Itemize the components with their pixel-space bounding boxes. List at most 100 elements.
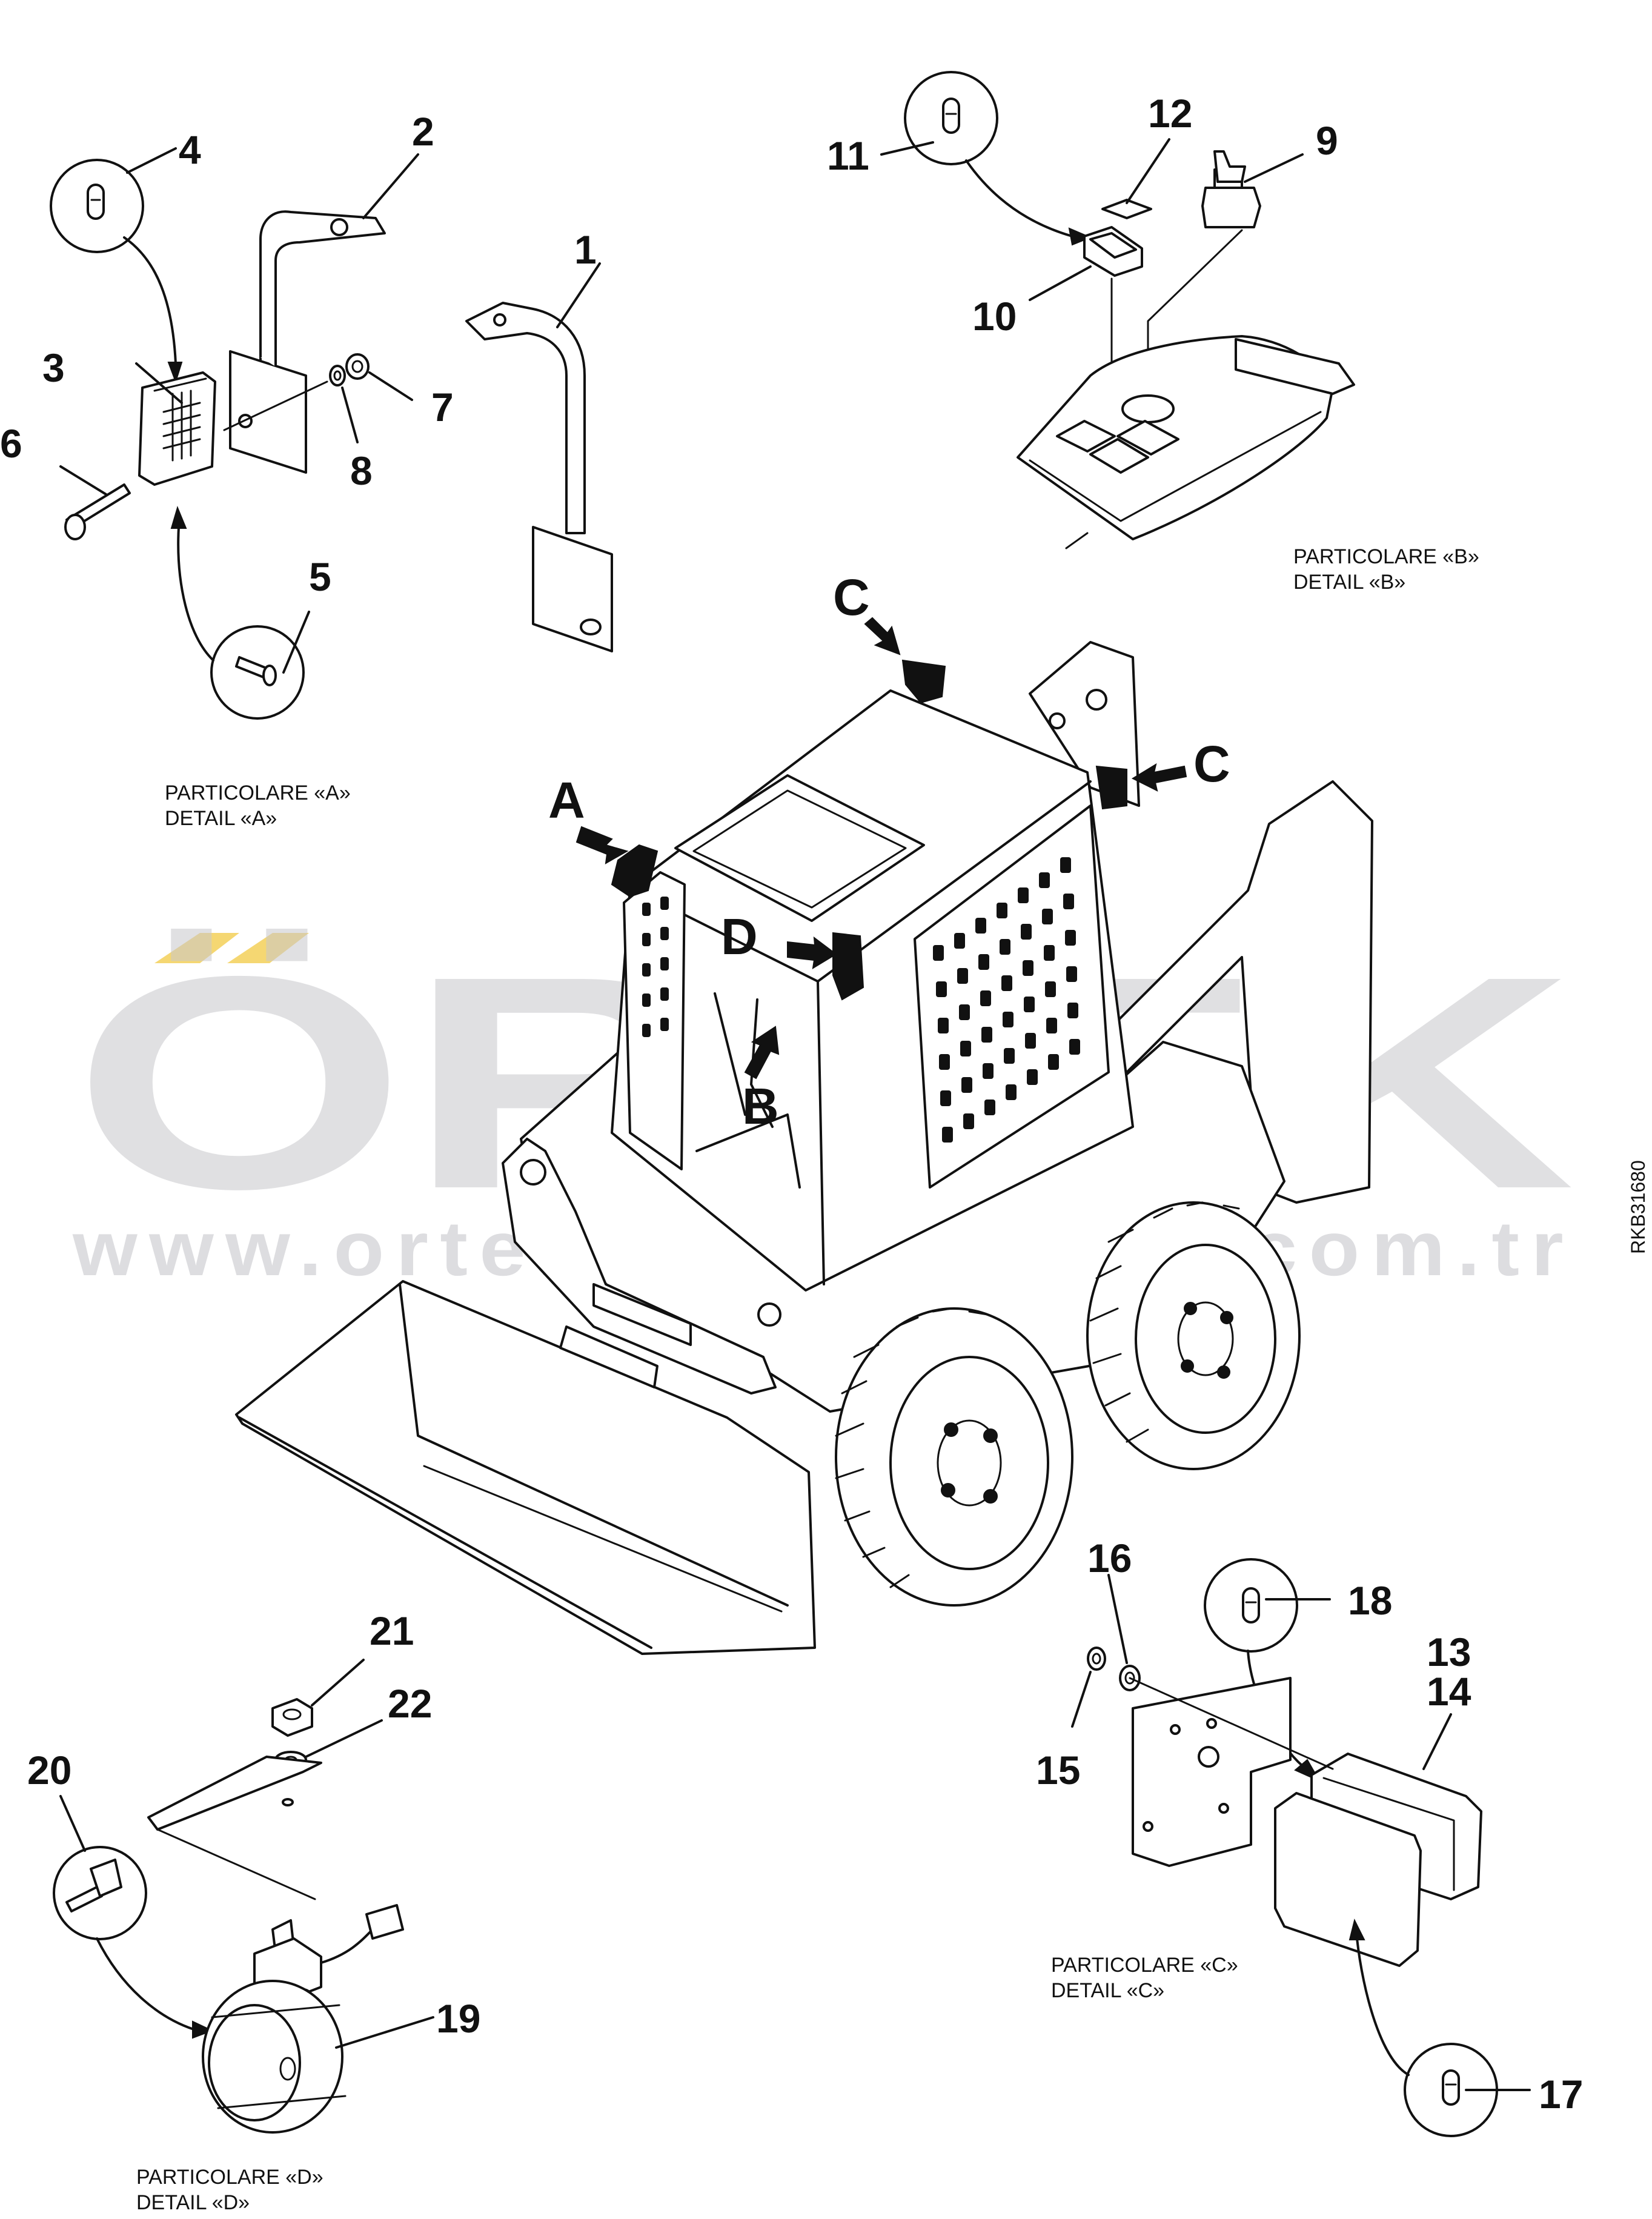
callout-19: 19 [436, 1996, 480, 2041]
washer-8 [329, 365, 346, 386]
leader-20-arrow [96, 1937, 195, 2031]
letter-a: A [548, 772, 585, 829]
callout-21: 21 [370, 1608, 414, 1653]
caption-a-line2: DETAIL «A» [165, 807, 277, 830]
callout-2: 2 [412, 109, 434, 154]
detail-captions: PARTICOLARE «A» DETAIL «A» PARTICOLARE «… [136, 545, 1479, 2214]
callout-8: 8 [350, 448, 373, 493]
leader-1 [556, 262, 601, 328]
caption-c-line1: PARTICOLARE «C» [1051, 1954, 1238, 1977]
callout-13: 13 [1427, 1630, 1471, 1674]
arrow-20 [192, 2020, 214, 2039]
leader-3 [135, 362, 183, 404]
callout-numbers: 1 2 3 4 5 6 7 8 9 10 11 12 13 14 15 16 1… [0, 91, 1583, 2117]
leader-11-arrow [965, 159, 1073, 237]
caption-b-line2: DETAIL «B» [1293, 571, 1405, 594]
nut-15 [1087, 1647, 1106, 1671]
connector-20 [65, 1859, 122, 1912]
callout-7: 7 [431, 385, 454, 430]
key-switch-9 [1201, 150, 1261, 228]
arrow-a [576, 826, 629, 864]
bulb-icon [942, 98, 960, 134]
nut-7 [345, 353, 370, 380]
callout-15: 15 [1036, 1748, 1080, 1793]
leader-10 [1029, 265, 1092, 301]
detail-a-parts [50, 147, 419, 720]
detail-d-parts [53, 1659, 434, 2134]
arrow-11 [1068, 227, 1092, 246]
work-lamp-19 [202, 1904, 404, 2134]
nut-21 [271, 1698, 313, 1737]
letter-c-side: C [1193, 735, 1230, 792]
caption-d-line2: DETAIL «D» [136, 2191, 250, 2214]
watermark-accent-right [227, 933, 309, 963]
letter-d: D [721, 908, 758, 965]
callout-4: 4 [179, 127, 201, 172]
rear-light-bracket [1132, 1677, 1292, 1867]
callout-11: 11 [827, 133, 869, 178]
leader-4b [126, 147, 177, 174]
callout-16: 16 [1087, 1536, 1132, 1580]
assembly-line-a [223, 380, 328, 431]
screw-6 [64, 483, 131, 540]
detail-letters: A B C C D [548, 569, 1230, 1135]
leader-9 [1244, 153, 1304, 183]
leader-15 [1071, 1671, 1092, 1728]
screw-5 [235, 656, 277, 686]
leader-5b [282, 611, 310, 674]
side-mesh [914, 804, 1110, 1189]
callout-20: 20 [27, 1748, 71, 1793]
leader-5 [177, 526, 214, 662]
leader-17-arrow [1356, 1937, 1410, 2076]
roof-hatch [674, 774, 925, 922]
arrow-d [787, 936, 837, 969]
rear-wheel [1086, 1201, 1301, 1470]
front-mesh [623, 871, 686, 1170]
detail-d-marker [832, 932, 864, 1001]
arrow-17 [1348, 1919, 1365, 1940]
letter-c-top: C [833, 569, 870, 626]
arrow-b [744, 1026, 780, 1080]
work-light-3 [138, 371, 216, 486]
leader-19 [335, 2016, 434, 2049]
callout-17: 17 [1539, 2072, 1583, 2117]
arrow-4 [167, 362, 183, 384]
bucket [235, 1280, 816, 1655]
bracket-2-top-hole [330, 218, 348, 236]
leader-11 [880, 141, 934, 156]
lift-arm-left [502, 1138, 777, 1395]
arrow-c-side [1131, 763, 1187, 792]
leader-16 [1107, 1574, 1128, 1664]
letter-b: B [742, 1078, 779, 1135]
callout-22: 22 [388, 1681, 432, 1726]
dash-panel [1017, 335, 1355, 549]
detail-c-marker-top [901, 659, 946, 704]
leader-8 [341, 386, 359, 443]
leader-2 [362, 153, 419, 219]
bulb-icon [1242, 1587, 1260, 1624]
callout-14: 14 [1427, 1669, 1471, 1714]
callout-9: 9 [1316, 118, 1338, 163]
caption-a-line1: PARTICOLARE «A» [165, 781, 351, 804]
bracket-2-plate [229, 350, 307, 474]
cab-pillar [817, 980, 825, 1285]
leader-22 [305, 1719, 383, 1758]
leader-12 [1126, 138, 1170, 204]
arrow-c-top [864, 617, 901, 655]
detail-b-parts [880, 71, 1355, 549]
mount-hole [282, 1798, 294, 1806]
leader-21 [311, 1659, 365, 1707]
drawing-code: RKB31680 [1627, 1160, 1649, 1254]
detail-a-marker [611, 844, 658, 898]
callout-5: 5 [309, 554, 331, 599]
skid-steer-loader [235, 617, 1373, 1655]
interior-lines [695, 992, 801, 1189]
leader-6 [59, 465, 107, 496]
mount-plate [147, 1756, 322, 1900]
leader-20 [59, 1795, 86, 1852]
rear-light-lens-13 [1274, 1792, 1422, 1967]
front-wheel [835, 1307, 1073, 1607]
callout-6: 6 [0, 421, 22, 466]
leader-14 [1422, 1713, 1452, 1770]
